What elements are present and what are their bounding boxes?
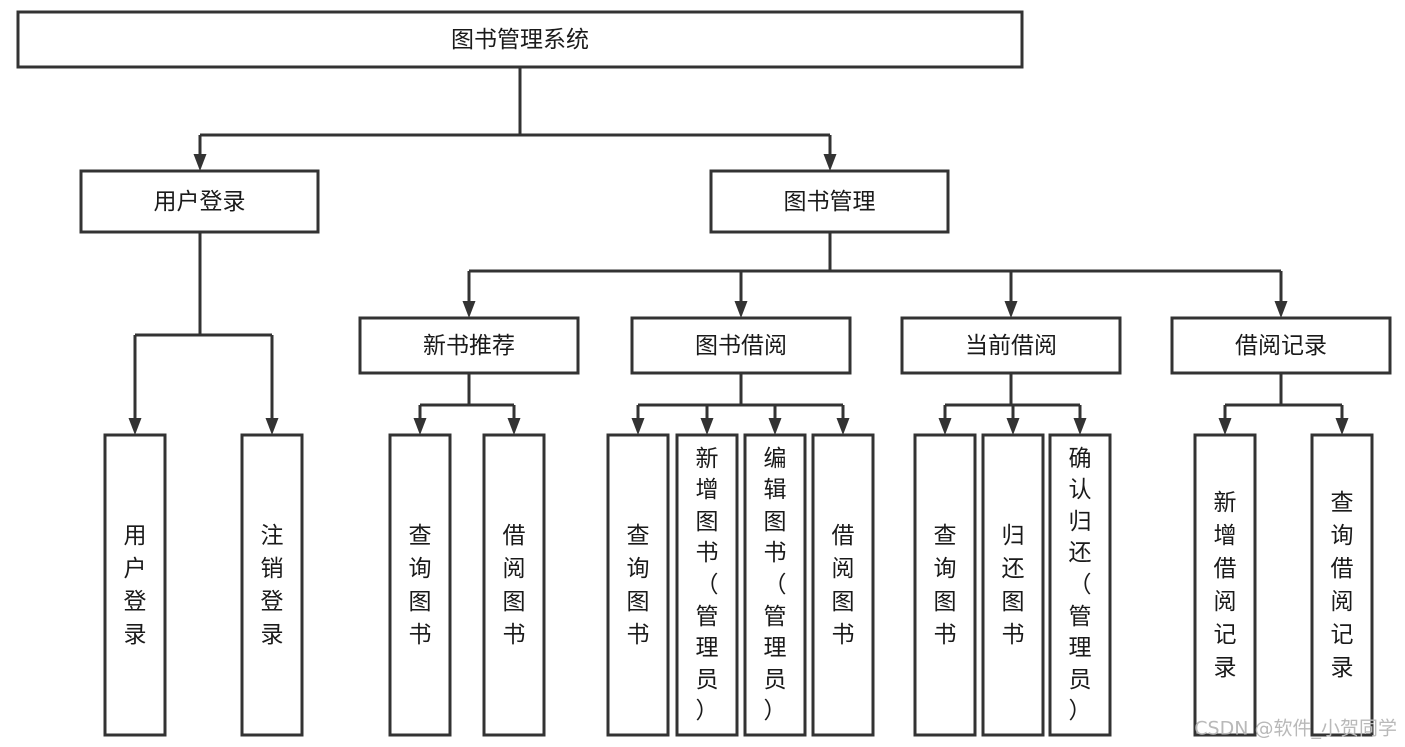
node-label: 借阅图书 bbox=[832, 523, 855, 648]
connector-group-new-book-rec bbox=[413, 373, 521, 435]
csdn-watermark: CSDN @软件_小贺同学 bbox=[1194, 718, 1397, 740]
node-box bbox=[16, 10, 1024, 69]
node-leaf-query-book-3[interactable]: 查询图书 bbox=[913, 433, 977, 737]
arrow-head bbox=[938, 418, 952, 435]
node-label: 查询图书 bbox=[627, 523, 650, 648]
node-label: 借阅记录 bbox=[1235, 333, 1327, 359]
node-label: 图书管理系统 bbox=[451, 27, 589, 53]
node-box bbox=[743, 433, 807, 737]
node-box bbox=[482, 433, 546, 737]
connector-group-current-borrow bbox=[938, 373, 1087, 435]
node-leaf-logout[interactable]: 注销登录 bbox=[240, 433, 304, 737]
node-box bbox=[103, 433, 167, 737]
node-leaf-confirm-return[interactable]: 确认归还（管理员） bbox=[1048, 433, 1112, 737]
arrow-head bbox=[1004, 301, 1018, 318]
node-box bbox=[1170, 316, 1392, 375]
arrow-head bbox=[462, 301, 476, 318]
arrow-head bbox=[413, 418, 427, 435]
arrow-head bbox=[193, 154, 207, 171]
node-box bbox=[900, 316, 1122, 375]
arrow-head bbox=[1218, 418, 1232, 435]
connector-group-borrow-record bbox=[1218, 373, 1349, 435]
node-leaf-query-book-1[interactable]: 查询图书 bbox=[388, 433, 452, 737]
node-leaf-user-login[interactable]: 用户登录 bbox=[103, 433, 167, 737]
arrow-head bbox=[823, 154, 837, 171]
arrow-head bbox=[1274, 301, 1288, 318]
node-box bbox=[811, 433, 875, 737]
node-leaf-return-book[interactable]: 归还图书 bbox=[981, 433, 1045, 737]
node-leaf-query-record[interactable]: 查询借阅记录 bbox=[1310, 433, 1374, 737]
node-label: 注销登录 bbox=[261, 523, 284, 648]
arrow-head bbox=[836, 418, 850, 435]
node-label: 查询图书 bbox=[409, 523, 432, 648]
node-box bbox=[1048, 433, 1112, 737]
node-leaf-query-book-2[interactable]: 查询图书 bbox=[606, 433, 670, 737]
node-leaf-edit-book[interactable]: 编辑图书（管理员） bbox=[743, 433, 807, 737]
connector-group-book-borrow bbox=[631, 373, 850, 435]
arrow-head bbox=[1335, 418, 1349, 435]
node-label: 新增借阅记录 bbox=[1214, 490, 1237, 681]
node-label: 新书推荐 bbox=[423, 333, 515, 359]
node-book-manage[interactable]: 图书管理 bbox=[709, 169, 950, 234]
node-box bbox=[606, 433, 670, 737]
node-leaf-add-record[interactable]: 新增借阅记录 bbox=[1193, 433, 1257, 737]
arrow-head bbox=[1073, 418, 1087, 435]
node-box bbox=[675, 433, 739, 737]
node-leaf-add-book[interactable]: 新增图书（管理员） bbox=[675, 433, 739, 737]
node-label: 借阅图书 bbox=[503, 523, 526, 648]
node-label: 查询借阅记录 bbox=[1331, 490, 1354, 681]
node-box bbox=[913, 433, 977, 737]
node-box bbox=[630, 316, 852, 375]
node-label: 归还图书 bbox=[1002, 523, 1025, 648]
node-label: 新增图书（管理员） bbox=[696, 446, 719, 724]
arrow-head bbox=[128, 418, 142, 435]
node-label: 用户登录 bbox=[154, 189, 246, 215]
arrow-head bbox=[734, 301, 748, 318]
node-leaf-borrow-book-1[interactable]: 借阅图书 bbox=[482, 433, 546, 737]
node-user-login[interactable]: 用户登录 bbox=[79, 169, 320, 234]
node-label: 确认归还（管理员） bbox=[1069, 446, 1092, 724]
node-box bbox=[388, 433, 452, 737]
node-label: 当前借阅 bbox=[965, 333, 1057, 359]
node-borrow-record[interactable]: 借阅记录 bbox=[1170, 316, 1392, 375]
connector-group-book-manage bbox=[462, 232, 1288, 318]
arrow-head bbox=[265, 418, 279, 435]
connector-group-user-login bbox=[128, 232, 279, 435]
node-book-borrow[interactable]: 图书借阅 bbox=[630, 316, 852, 375]
arrow-head bbox=[507, 418, 521, 435]
node-label: 图书管理 bbox=[784, 189, 876, 215]
arrow-head bbox=[631, 418, 645, 435]
node-layer: 图书管理系统用户登录图书管理新书推荐图书借阅当前借阅借阅记录用户登录注销登录查询… bbox=[16, 10, 1392, 737]
node-leaf-borrow-book-2[interactable]: 借阅图书 bbox=[811, 433, 875, 737]
node-box bbox=[358, 316, 580, 375]
node-root[interactable]: 图书管理系统 bbox=[16, 10, 1024, 69]
node-label: 图书借阅 bbox=[695, 333, 787, 359]
arrow-head bbox=[1006, 418, 1020, 435]
node-box bbox=[1310, 433, 1374, 737]
node-label: 用户登录 bbox=[124, 523, 147, 648]
node-box bbox=[709, 169, 950, 234]
node-box bbox=[981, 433, 1045, 737]
node-box bbox=[1193, 433, 1257, 737]
node-current-borrow[interactable]: 当前借阅 bbox=[900, 316, 1122, 375]
node-label: 查询图书 bbox=[934, 523, 957, 648]
node-box bbox=[79, 169, 320, 234]
node-new-book-rec[interactable]: 新书推荐 bbox=[358, 316, 580, 375]
arrow-head bbox=[700, 418, 714, 435]
arrow-head bbox=[768, 418, 782, 435]
connector-layer bbox=[128, 67, 1349, 435]
connector-group-root bbox=[193, 67, 837, 171]
node-box bbox=[240, 433, 304, 737]
node-label: 编辑图书（管理员） bbox=[764, 446, 787, 724]
